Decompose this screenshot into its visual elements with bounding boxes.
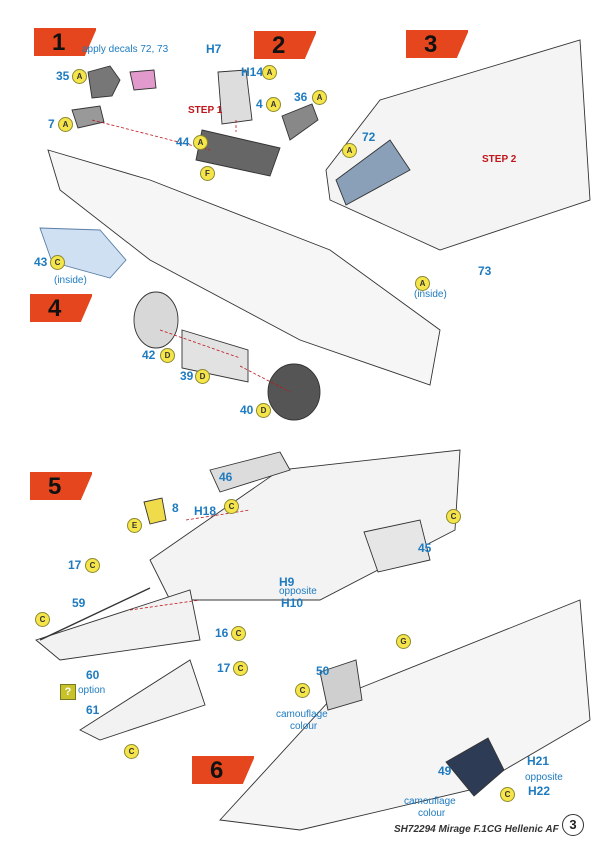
opposite-note-h22: opposite bbox=[525, 772, 563, 783]
part-16-label: 16 bbox=[215, 626, 229, 640]
paint-code-c: C bbox=[446, 509, 461, 524]
paint-code-a: A bbox=[262, 65, 277, 80]
part-35-label: 35 bbox=[56, 69, 70, 83]
part-49-drawing bbox=[445, 737, 505, 797]
camo-note-49-line1: camouflage bbox=[404, 796, 456, 807]
part-50-label: 50 bbox=[316, 664, 330, 678]
paint-code-f: F bbox=[200, 166, 215, 181]
part-17b-label: 17 bbox=[217, 661, 231, 675]
part-42-drawing bbox=[133, 291, 179, 349]
part-50-drawing bbox=[319, 659, 363, 711]
paint-code-c: C bbox=[295, 683, 310, 698]
paint-code-c: C bbox=[231, 626, 246, 641]
part-60-label: 60 bbox=[86, 668, 100, 682]
paint-code-a: A bbox=[266, 97, 281, 112]
camo-note-50-line1: camouflage bbox=[276, 709, 328, 720]
part-h21-label: H21 bbox=[527, 754, 550, 768]
part-40-drawing bbox=[267, 363, 321, 421]
paint-code-e: E bbox=[127, 518, 142, 533]
part-59-label: 59 bbox=[72, 596, 86, 610]
footer-title: SH72294 Mirage F.1CG Hellenic AF bbox=[394, 824, 559, 835]
paint-code-c: C bbox=[124, 744, 139, 759]
part-49-label: 49 bbox=[438, 764, 452, 778]
part-43-drawing bbox=[39, 227, 127, 279]
yellow-part-e bbox=[143, 497, 167, 525]
paint-code-c: C bbox=[50, 255, 65, 270]
opposite-note-h10: opposite bbox=[279, 586, 317, 597]
inside-note-73: (inside) bbox=[414, 289, 447, 300]
part-h10-label: H10 bbox=[281, 596, 304, 610]
part-46-drawing bbox=[209, 451, 291, 493]
paint-code-a: A bbox=[193, 135, 208, 150]
part-40-label: 40 bbox=[240, 403, 254, 417]
apply-decals-note: apply decals 72, 73 bbox=[82, 44, 169, 55]
step-number: 2 bbox=[272, 32, 286, 59]
part-42-label: 42 bbox=[142, 348, 156, 362]
fuselage-step3 bbox=[325, 39, 591, 251]
part-4-label: 4 bbox=[256, 97, 263, 111]
step-number: 3 bbox=[424, 31, 438, 58]
decal-72-area bbox=[335, 139, 411, 206]
part-72-label: 72 bbox=[362, 130, 376, 144]
pitot-59 bbox=[39, 587, 151, 641]
part-61-label: 61 bbox=[86, 703, 100, 717]
option-note: option bbox=[78, 685, 106, 696]
part-8-label: 8 bbox=[172, 501, 179, 515]
part-39-label: 39 bbox=[180, 369, 194, 383]
part-7-label: 7 bbox=[48, 117, 55, 131]
part-73-label: 73 bbox=[478, 264, 492, 278]
paint-code-c: C bbox=[85, 558, 100, 573]
paint-code-d: D bbox=[195, 369, 210, 384]
fuselage-half bbox=[47, 149, 441, 386]
part-7-drawing bbox=[71, 105, 105, 129]
paint-code-d: D bbox=[256, 403, 271, 418]
part-45-drawing bbox=[363, 519, 431, 573]
page-number: 3 bbox=[562, 814, 584, 836]
step-2-label: STEP 2 bbox=[482, 154, 517, 165]
inside-note-43: (inside) bbox=[54, 275, 87, 286]
paint-code-c: C bbox=[233, 661, 248, 676]
step-number: 5 bbox=[48, 473, 62, 500]
part-h14-label: H14 bbox=[241, 65, 264, 79]
paint-code-c: C bbox=[224, 499, 239, 514]
seat-drawing bbox=[217, 69, 253, 125]
part-45-label: 45 bbox=[418, 541, 432, 555]
part-h22-label: H22 bbox=[528, 784, 551, 798]
part-h7-label: H7 bbox=[206, 42, 222, 56]
nose-cone-60 bbox=[35, 589, 201, 661]
part-43-label: 43 bbox=[34, 255, 48, 269]
paint-code-c: C bbox=[35, 612, 50, 627]
paint-code-a: A bbox=[415, 276, 430, 291]
part-h18-label: H18 bbox=[194, 504, 217, 518]
step-1-label: STEP 1 bbox=[188, 105, 223, 116]
part-44-label: 44 bbox=[176, 135, 190, 149]
decal-sheet-icon bbox=[129, 69, 157, 91]
part-36-label: 36 bbox=[294, 90, 308, 104]
step-number: 4 bbox=[48, 295, 62, 322]
part-46-label: 46 bbox=[219, 470, 233, 484]
paint-code-g: G bbox=[396, 634, 411, 649]
step-number: 1 bbox=[52, 29, 66, 56]
part-36-drawing bbox=[281, 103, 319, 141]
paint-code-c: C bbox=[500, 787, 515, 802]
paint-code-a: A bbox=[312, 90, 327, 105]
step-number: 6 bbox=[210, 757, 224, 784]
option-question-icon: ? bbox=[60, 684, 76, 700]
part-h9-label: H9 bbox=[279, 575, 295, 589]
camo-note-49-line2: colour bbox=[418, 808, 446, 819]
radome-61 bbox=[79, 659, 206, 741]
paint-code-a: A bbox=[58, 117, 73, 132]
cockpit-floor-44 bbox=[195, 129, 281, 177]
part-35-drawing bbox=[87, 65, 121, 99]
paint-code-a: A bbox=[342, 143, 357, 158]
camo-note-50-line2: colour bbox=[290, 721, 318, 732]
paint-code-d: D bbox=[160, 348, 175, 363]
part-17a-label: 17 bbox=[68, 558, 82, 572]
paint-code-a: A bbox=[72, 69, 87, 84]
